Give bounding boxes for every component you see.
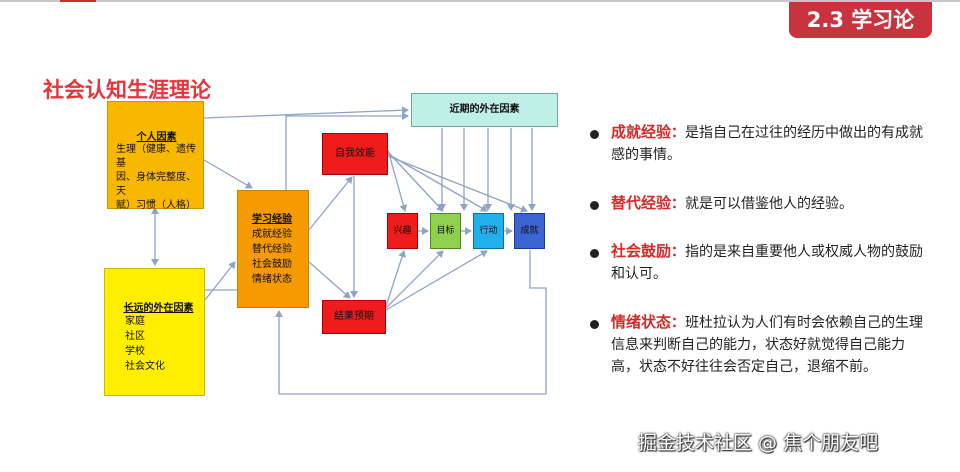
note-colon: ： (671, 196, 686, 212)
bullet-icon (590, 249, 599, 258)
note-term: 情绪状态 (611, 313, 672, 331)
note-item: 成就经验：是指自己在过往的经历中做出的有成就感的事情。 (588, 121, 928, 166)
outcome-expectation-box: 结果预期 (322, 300, 386, 334)
learning-experience-item: 替代经验 (252, 244, 292, 255)
bullet-icon (590, 320, 599, 329)
personal-factors-line: 因、身体完整度、天 (116, 172, 196, 197)
distant-factor-item: 学校 (125, 346, 145, 357)
note-text: 就是可以借鉴他人的经验。 (685, 196, 854, 212)
arrow-selfeff-goal (387, 151, 444, 212)
personal-factors-line: 生理（健康、遗传基 (116, 144, 196, 169)
note-item: 社会鼓励：指的是来自重要他人或权威人物的鼓励和认可。 (588, 240, 928, 285)
learning-experience-title: 学习经验 (252, 214, 292, 225)
note-colon: ： (671, 244, 686, 260)
learning-experience-box: 学习经验 成就经验 替代经验 社会鼓励 情绪状态 (237, 190, 309, 308)
personal-factors-title: 个人因素 (136, 132, 177, 143)
learning-experience-item: 社会鼓励 (252, 259, 292, 270)
interest-box: 兴趣 (387, 213, 418, 249)
near-factors-box: 近期的外在因素 (411, 93, 558, 127)
arrow-personal-near (203, 106, 409, 119)
distant-factors-title: 长远的外在因素 (123, 303, 194, 314)
distant-factor-item: 家庭 (125, 316, 145, 327)
arrow-outcome-action (385, 250, 488, 311)
arrow-selfeff-action (387, 153, 488, 212)
self-efficacy-box: 自我效能 (322, 133, 388, 175)
watermark: 掘金技术社区 @ 焦个朋友吧 (638, 432, 879, 454)
note-term: 成就经验 (611, 123, 672, 141)
arrow-distant-learning (204, 261, 236, 301)
top-accent-mark (60, 0, 96, 2)
note-colon: ： (671, 315, 686, 331)
note-term: 替代经验 (611, 194, 672, 212)
diagram-title: 社会认知生涯理论 (43, 78, 211, 102)
personal-factors-line: 赋）习惯（人格） (116, 200, 196, 211)
top-divider (0, 0, 960, 2)
goal-box: 目标 (430, 213, 461, 249)
bullet-icon (590, 130, 599, 139)
learning-experience-item: 成就经验 (252, 229, 292, 240)
action-box: 行动 (473, 213, 504, 249)
distant-factors-box: 长远的外在因素 家庭 社区 学校 社会文化 (104, 268, 205, 396)
arrow-selfeff-achieve (387, 155, 528, 213)
arrow-feedback-loop (275, 250, 547, 395)
bullet-icon (590, 201, 599, 210)
arrow-personal-learning (203, 159, 253, 189)
arrow-selfeff-interest (387, 149, 408, 212)
distant-factor-item: 社区 (125, 331, 145, 342)
achievement-box: 成就 (514, 213, 545, 249)
note-text: 班杜拉认为人们有时会依赖自己的生理信息来判断自己的能力，状态好就觉得自己能力高，… (611, 315, 924, 375)
distant-factor-item: 社会文化 (125, 361, 165, 372)
note-text: 指的是来自重要他人或权威人物的鼓励和认可。 (611, 244, 924, 282)
learning-experience-item: 情绪状态 (252, 274, 292, 285)
note-item: 情绪状态：班杜拉认为人们有时会依赖自己的生理信息来判断自己的能力，状态好就觉得自… (588, 311, 928, 378)
arrow-outcome-interest (385, 250, 406, 307)
personal-factors-box: 个人因素 生理（健康、遗传基 因、身体完整度、天 赋）习惯（人格） (107, 101, 204, 211)
arrow-learning-outcome (308, 261, 351, 299)
arrow-learning-selfeff (308, 176, 353, 231)
note-term: 社会鼓励 (611, 242, 672, 260)
section-tag: 2.3 学习论 (789, 2, 932, 38)
note-text: 是指自己在过往的经历中做出的有成就感的事情。 (611, 125, 924, 163)
arrow-outcome-goal (385, 250, 444, 309)
note-colon: ： (671, 125, 686, 141)
note-item: 替代经验：就是可以借鉴他人的经验。 (588, 192, 928, 215)
